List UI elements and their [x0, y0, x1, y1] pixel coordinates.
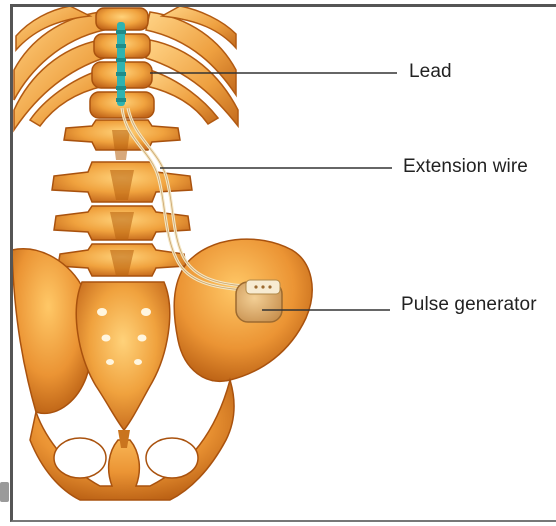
pulse-generator-device: [236, 280, 282, 322]
lead-electrode: [116, 22, 126, 106]
label-lead: Lead: [409, 61, 452, 83]
pelvis: [12, 239, 312, 500]
scroll-edge: [0, 482, 9, 502]
label-extension-wire: Extension wire: [403, 156, 528, 178]
label-pulse-generator: Pulse generator: [401, 294, 537, 316]
